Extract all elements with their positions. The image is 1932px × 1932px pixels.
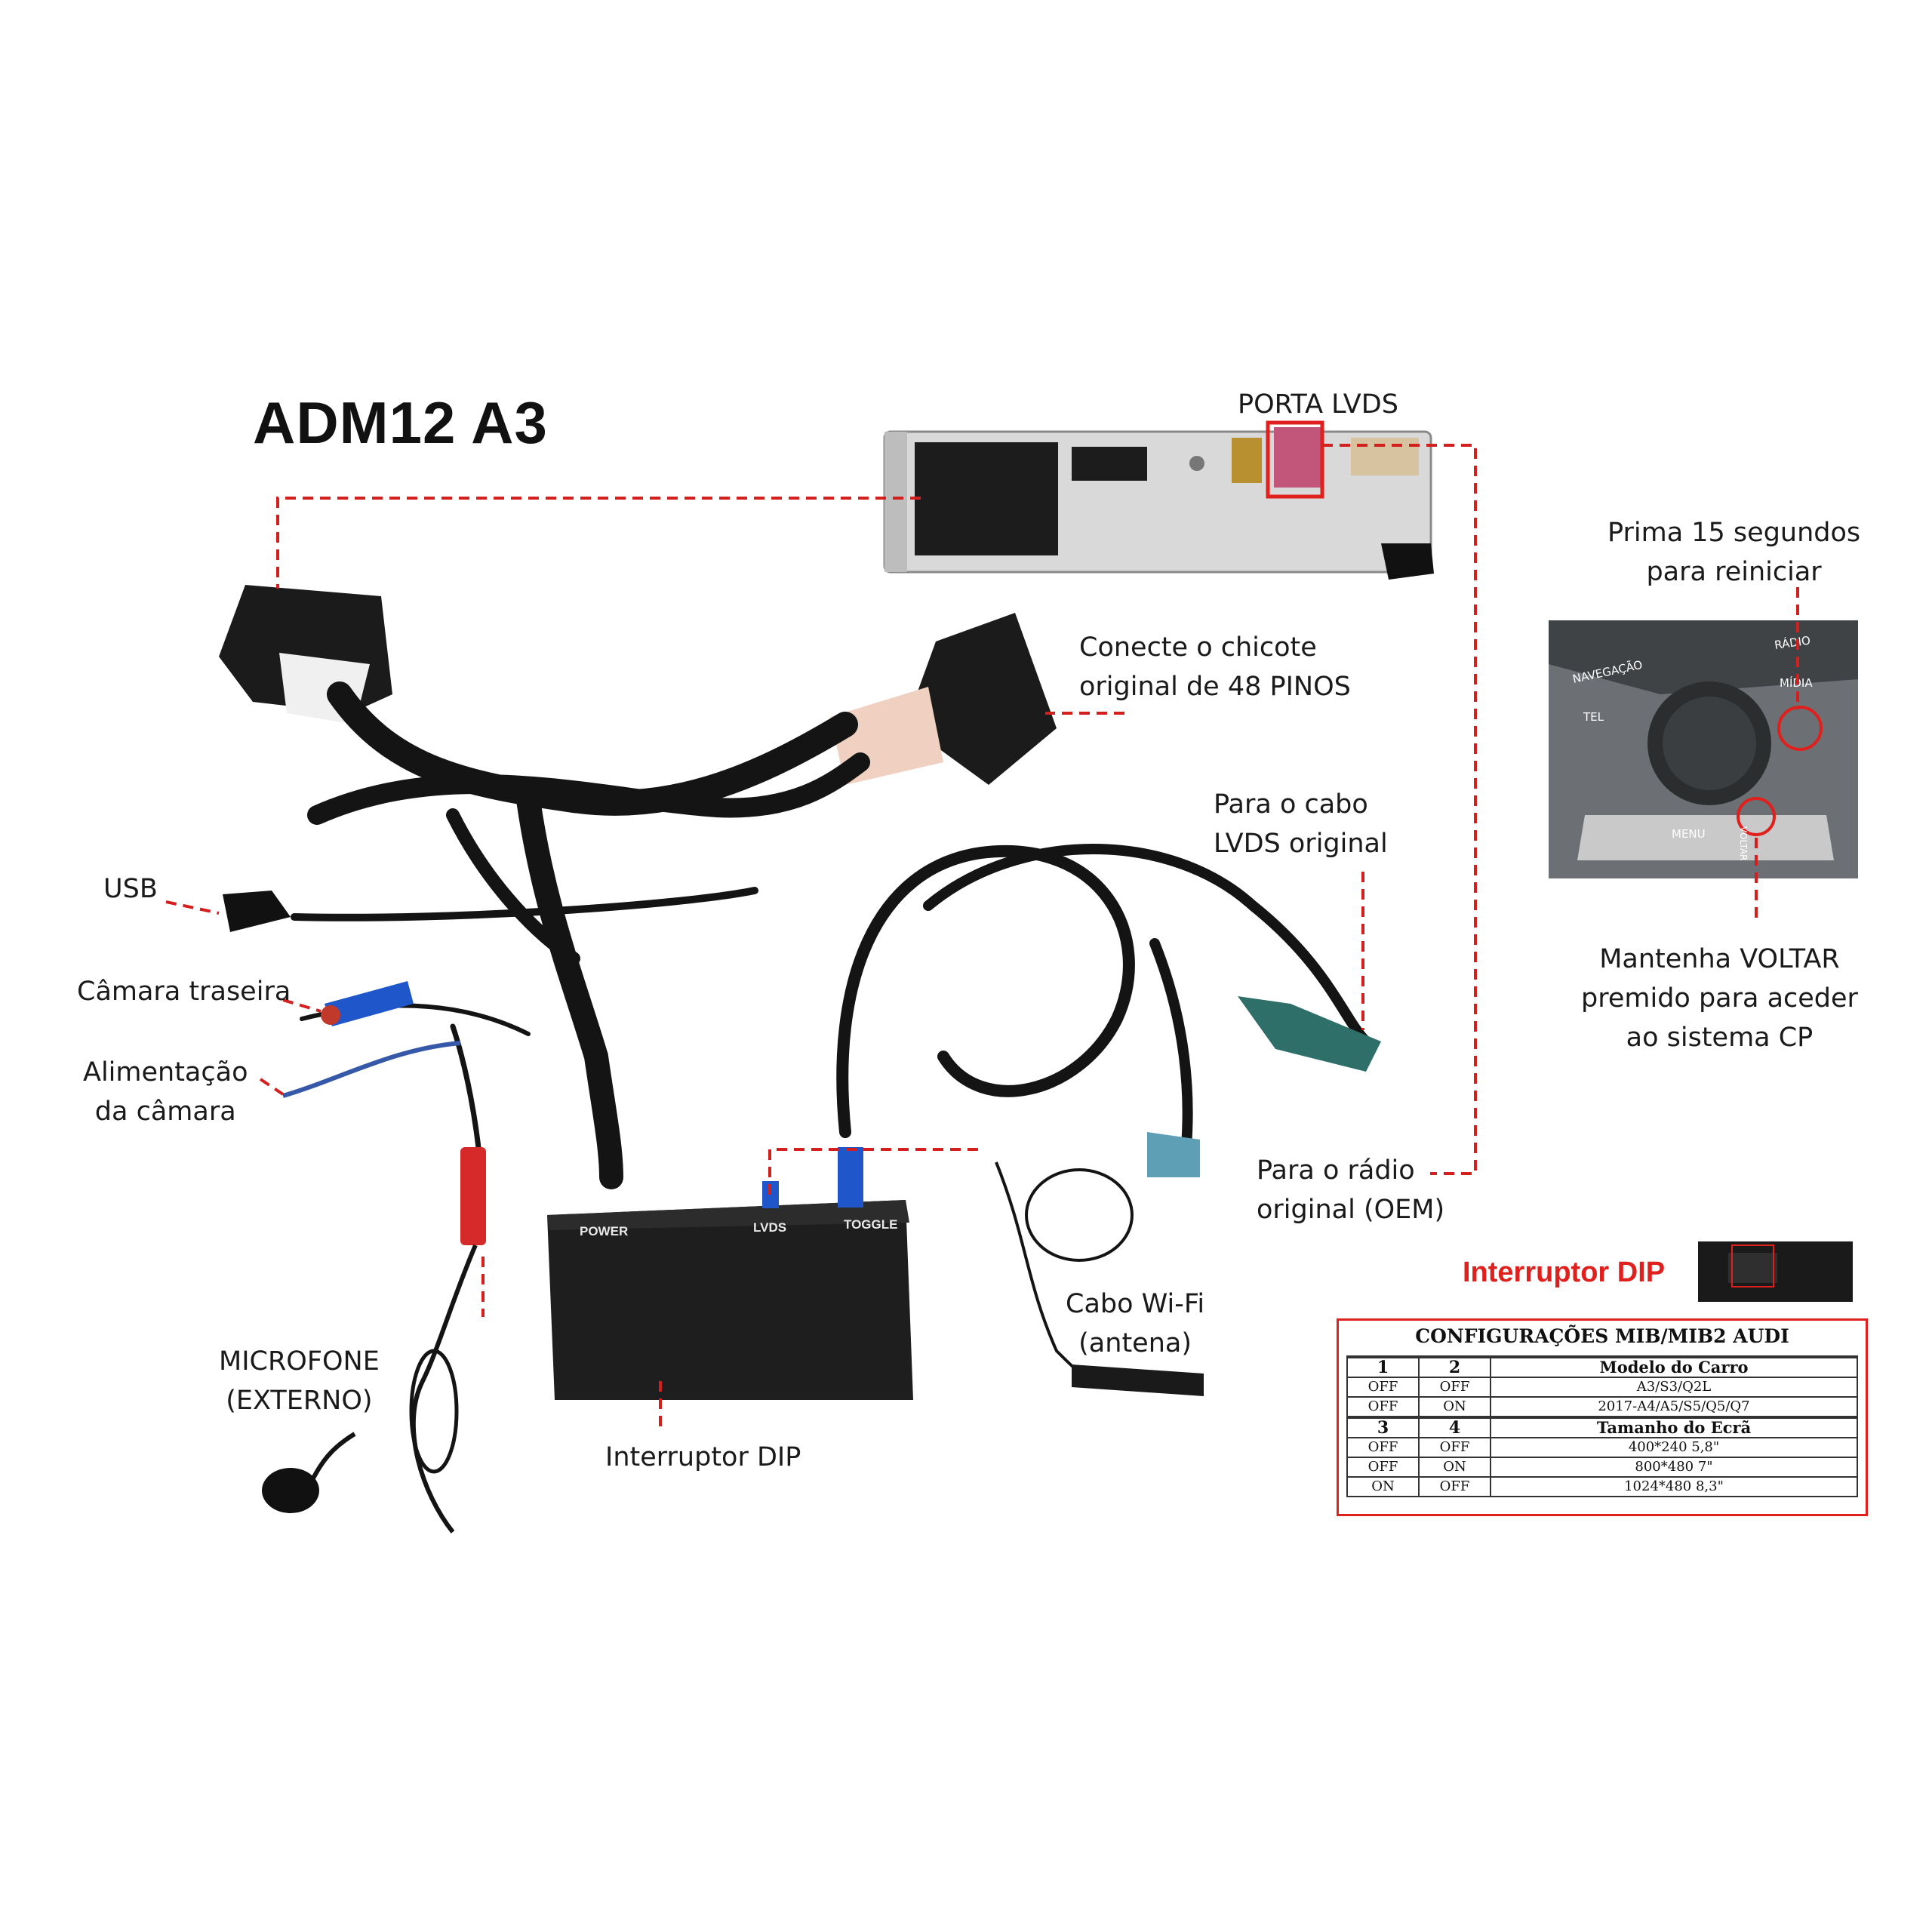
leader-camara bbox=[282, 998, 321, 1013]
leader-lvds-box bbox=[768, 1148, 981, 1195]
table-header-row: 1 2 Modelo do Carro bbox=[1346, 1356, 1858, 1378]
table-header-cell: 2 bbox=[1418, 1356, 1491, 1378]
dip-table-caption: CONFIGURAÇÕES MIB/MIB2 AUDI bbox=[1415, 1325, 1789, 1347]
table-header-cell: 1 bbox=[1346, 1356, 1420, 1378]
table-cell: OFF bbox=[1346, 1377, 1420, 1398]
dip-switch-photo bbox=[1698, 1241, 1853, 1302]
dip-table: 1 2 Modelo do Carro OFF OFF A3/S3/Q2L OF… bbox=[1346, 1355, 1858, 1497]
label-chicote: Conecte o chicote original de 48 PINOS bbox=[1079, 632, 1351, 702]
lvds-port bbox=[1274, 427, 1322, 488]
connector-48pin-right bbox=[830, 613, 1057, 785]
table-header-cell: Tamanho do Ecrã bbox=[1490, 1417, 1858, 1438]
dashed-leader-lines bbox=[165, 444, 1799, 1430]
table-header-cell: 4 bbox=[1418, 1417, 1491, 1438]
table-cell: A3/S3/Q2L bbox=[1490, 1377, 1858, 1398]
wifi-antenna bbox=[1072, 1364, 1204, 1396]
label-voltar: Mantenha VOLTAR premido para aceder ao s… bbox=[1581, 944, 1858, 1053]
table-header-cell: 3 bbox=[1346, 1417, 1420, 1438]
label-radio-oem: Para o rádio original (OEM) bbox=[1257, 1155, 1445, 1225]
microphone bbox=[262, 1244, 478, 1534]
oem-radio-plug bbox=[1147, 1132, 1200, 1177]
table-cell: ON bbox=[1346, 1476, 1420, 1497]
label-wifi: Cabo Wi-Fi (antena) bbox=[1066, 1289, 1205, 1358]
box-label-toggle: TOGGLE bbox=[844, 1217, 898, 1232]
label-alimentacao: Alimentação da câmara bbox=[83, 1057, 248, 1127]
connector-48pin-left bbox=[219, 585, 392, 724]
table-cell: OFF bbox=[1418, 1476, 1491, 1497]
leader-alimentacao bbox=[259, 1078, 285, 1096]
label-dip-bottom: Interruptor DIP bbox=[605, 1442, 801, 1472]
lvds-cable-plug bbox=[1238, 996, 1381, 1072]
leader-oem-radio bbox=[1322, 444, 1477, 1175]
dip-config-table: CONFIGURAÇÕES MIB/MIB2 AUDI 1 2 Modelo d… bbox=[1337, 1318, 1868, 1516]
box-label-lvds: LVDS bbox=[753, 1220, 787, 1235]
console-photo: NAVEGAÇÃO RÁDIO MÍDIA TEL MENU VOLTAR bbox=[1549, 620, 1858, 878]
leader-usb bbox=[165, 900, 220, 915]
table-header-cell: Modelo do Carro bbox=[1490, 1356, 1858, 1378]
dip-switch-title: Interruptor DIP bbox=[1463, 1257, 1666, 1288]
table-cell: ON bbox=[1418, 1396, 1491, 1418]
label-cabo-lvds: Para o cabo LVDS original bbox=[1214, 789, 1388, 859]
table-header-row: 3 4 Tamanho do Ecrã bbox=[1346, 1417, 1858, 1438]
table-cell: OFF bbox=[1418, 1437, 1491, 1458]
label-usb: USB bbox=[103, 874, 158, 904]
label-porta-lvds: PORTA LVDS bbox=[1238, 389, 1398, 420]
table-cell: OFF bbox=[1346, 1437, 1420, 1458]
table-cell: OFF bbox=[1346, 1396, 1420, 1418]
table-cell: OFF bbox=[1418, 1377, 1491, 1398]
console-voltar: VOLTAR bbox=[1738, 826, 1749, 860]
box-label-power: POWER bbox=[580, 1224, 629, 1238]
interface-box bbox=[547, 1147, 913, 1400]
lvds-port-highlight bbox=[1266, 420, 1324, 499]
table-cell: OFF bbox=[1346, 1457, 1420, 1478]
leader-lvds-radio-harness bbox=[276, 497, 921, 589]
rear-camera-plug bbox=[321, 981, 414, 1026]
table-row: ON OFF 1024*480 8,3" bbox=[1346, 1476, 1858, 1497]
table-cell: 400*240 5,8" bbox=[1490, 1437, 1858, 1458]
label-reiniciar: Prima 15 segundos para reiniciar bbox=[1607, 518, 1861, 587]
red-rca-plug bbox=[460, 1147, 486, 1245]
main-harness bbox=[291, 681, 1371, 1226]
table-cell: ON bbox=[1418, 1457, 1491, 1478]
label-camara: Câmara traseira bbox=[77, 977, 291, 1007]
table-row: OFF OFF 400*240 5,8" bbox=[1346, 1437, 1858, 1458]
table-cell: 800*480 7" bbox=[1490, 1457, 1858, 1478]
oem-radio-unit bbox=[883, 427, 1434, 580]
table-row: OFF ON 2017-A4/A5/S5/Q5/Q7 bbox=[1346, 1396, 1858, 1418]
label-microfone: MICROFONE (EXTERNO) bbox=[219, 1346, 380, 1416]
console-menu: MENU bbox=[1672, 827, 1706, 841]
camera-power-wire bbox=[282, 1041, 461, 1098]
table-cell: 2017-A4/A5/S5/Q5/Q7 bbox=[1490, 1396, 1858, 1418]
table-cell: 1024*480 8,3" bbox=[1490, 1476, 1858, 1497]
usb-plug bbox=[223, 891, 291, 932]
page-title: ADM12 A3 bbox=[253, 389, 548, 456]
table-row: OFF ON 800*480 7" bbox=[1346, 1457, 1858, 1478]
table-row: OFF OFF A3/S3/Q2L bbox=[1346, 1377, 1858, 1398]
console-tel: TEL bbox=[1583, 710, 1604, 724]
